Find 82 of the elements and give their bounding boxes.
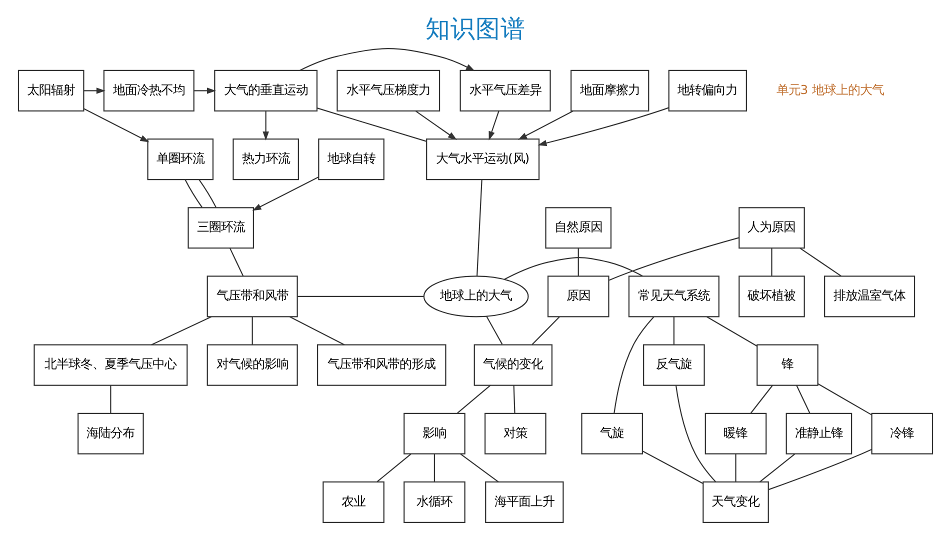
- node-box: 对气候的影响: [206, 344, 298, 386]
- node-box: 大气水平运动(风): [426, 138, 540, 180]
- connector: [184, 179, 202, 208]
- connector: [750, 385, 772, 414]
- arrow: [488, 110, 499, 140]
- connector: [613, 316, 654, 414]
- connector: [577, 248, 578, 276]
- node-box: 锋: [756, 344, 818, 386]
- node-box: 对策: [484, 412, 546, 454]
- connector: [770, 248, 772, 276]
- node-box: 太阳辐射: [17, 70, 84, 112]
- connector: [642, 450, 703, 484]
- arrow: [82, 108, 149, 142]
- node-box: 常见天气系统: [628, 276, 719, 318]
- arrow: [262, 111, 268, 140]
- node-box: 水循环: [403, 481, 465, 523]
- arrow: [194, 88, 216, 94]
- node-box: 准静止锋: [785, 412, 852, 454]
- node-box: 地球自转: [318, 138, 384, 180]
- connector: [433, 454, 435, 482]
- connector: [296, 296, 424, 298]
- arrow: [537, 107, 668, 146]
- connector: [228, 248, 244, 276]
- connector: [796, 385, 810, 414]
- connector: [768, 448, 872, 490]
- connector: [456, 384, 490, 414]
- node-box: 大气的垂直运动: [214, 70, 318, 112]
- arrow: [414, 110, 456, 140]
- arrow: [299, 48, 474, 72]
- node-box: 单圈环流: [146, 138, 214, 180]
- node-box: 反气旋: [642, 344, 704, 386]
- connector: [251, 316, 252, 345]
- connector: [706, 316, 757, 347]
- node-box: 地面冷热不均: [102, 70, 194, 112]
- connector: [198, 179, 216, 208]
- connector: [734, 454, 736, 482]
- node-box: 北半球冬、夏季气压中心: [33, 344, 188, 386]
- connector: [672, 316, 674, 345]
- diagram-title: 知识图谱: [425, 14, 525, 43]
- node-box: 原因: [546, 276, 609, 318]
- connector: [799, 248, 842, 277]
- connector: [512, 385, 515, 414]
- node-box: 水平气压差异: [459, 70, 550, 112]
- connector: [288, 316, 344, 346]
- connector: [758, 453, 795, 482]
- node-box: 破坏植被: [738, 276, 804, 318]
- node-box: 气旋: [580, 412, 643, 454]
- node-box: 气压带和风带的形成: [316, 344, 446, 386]
- node-box: 影响: [403, 412, 465, 454]
- connector: [150, 316, 212, 346]
- arrow: [517, 110, 573, 140]
- label: 单元3 地球上的大气: [776, 82, 884, 97]
- node-box: 海陆分布: [77, 412, 144, 454]
- connector: [110, 385, 111, 414]
- arrow: [252, 176, 318, 211]
- node-box: 三圈环流: [187, 207, 254, 249]
- node-box: 排放温室气体: [824, 276, 915, 318]
- arrow: [83, 88, 105, 94]
- connector: [476, 180, 482, 276]
- node-ellipse: 地球上的大气: [422, 276, 528, 318]
- node-box: 热力环流: [232, 138, 298, 180]
- node-box: 地转偏向力: [668, 70, 746, 112]
- node-box: 农业: [322, 481, 384, 523]
- connector: [531, 316, 560, 345]
- connector: [460, 453, 498, 482]
- node-box: 自然原因: [544, 207, 612, 249]
- node-box: 地面摩擦力: [570, 70, 649, 112]
- connector: [817, 383, 872, 416]
- node-box: 水平气压梯度力: [336, 70, 440, 112]
- connector: [504, 256, 642, 280]
- node-box: 天气变化: [702, 481, 768, 523]
- connector: [376, 454, 411, 482]
- node-box: 人为原因: [738, 207, 804, 249]
- connector: [486, 316, 502, 345]
- connector: [608, 237, 739, 281]
- node-box: 海平面上升: [484, 481, 564, 523]
- node-box: 气压带和风带: [206, 276, 298, 318]
- connector: [674, 385, 716, 482]
- node-box: 暖锋: [704, 412, 766, 454]
- connector: [316, 108, 426, 142]
- node-box: 气候的变化: [473, 344, 552, 386]
- node-box: 冷锋: [870, 412, 933, 454]
